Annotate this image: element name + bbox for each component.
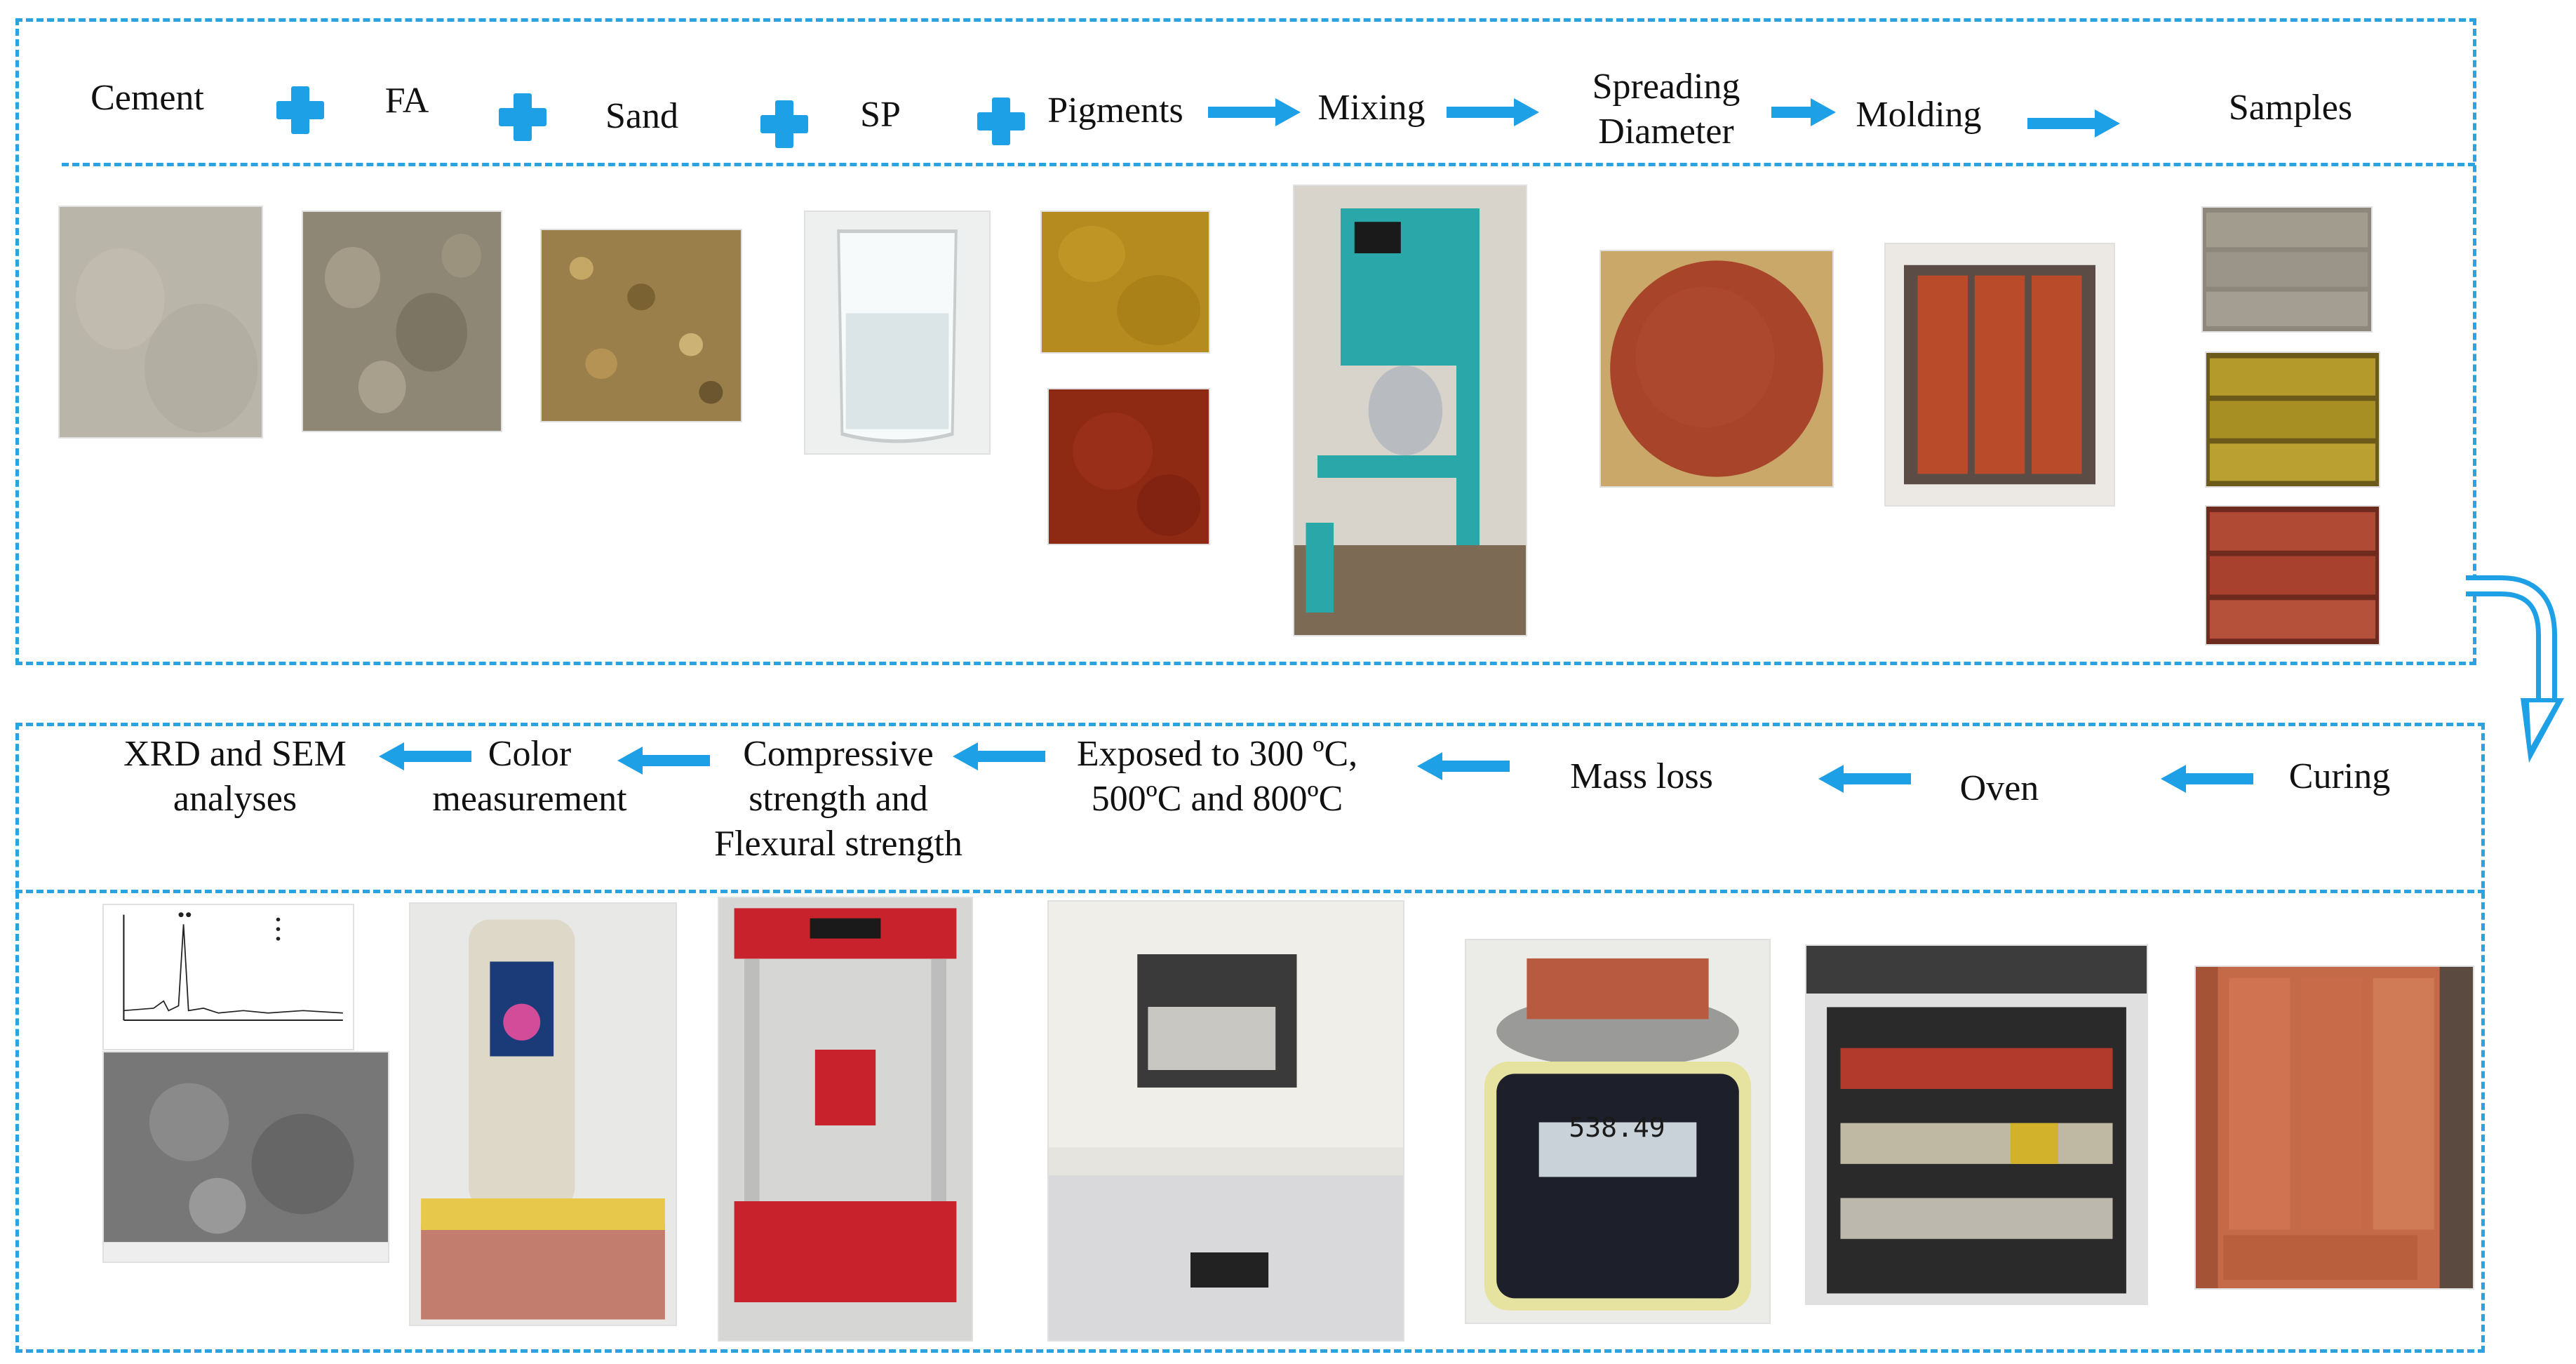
arrow-left-icon [1417, 752, 1510, 780]
label-color-measurement: Color measurement [417, 732, 642, 822]
label-comp-line1: Compressive [743, 734, 934, 774]
label-comp-line2: strength and [749, 779, 928, 819]
arrow-left-icon [617, 747, 710, 775]
label-spreading-line1: Spreading [1592, 67, 1740, 107]
label-compressive-flexural: Compressive strength and Flexural streng… [691, 732, 986, 867]
yellow-samples-photo [2206, 353, 2379, 486]
label-xrd-sem: XRD and SEM analyses [105, 732, 365, 822]
label-xrd-line1: XRD and SEM [123, 734, 347, 774]
arrow-left-icon [953, 742, 1045, 770]
arrow-left-icon [2161, 765, 2253, 793]
molding-photo [1886, 244, 2114, 505]
sem-micrograph-image [104, 1052, 388, 1262]
superplasticizer-beaker-photo [805, 212, 989, 453]
label-sp: SP [860, 95, 901, 135]
oven-photo [1806, 946, 2147, 1304]
compression-press-photo [719, 898, 972, 1340]
curved-turn-arrow-icon [2466, 575, 2564, 763]
label-spreading-diameter: Spreading Diameter [1578, 65, 1754, 154]
arrow-right-icon [2027, 109, 2120, 138]
arrow-left-icon [379, 742, 471, 770]
bottom-panel-divider [15, 890, 2485, 893]
label-exposed-temperatures: Exposed to 300 ºC, 500ºC and 800ºC [1056, 732, 1378, 822]
yellow-pigment-photo [1042, 212, 1209, 352]
label-molding: Molding [1856, 95, 1982, 135]
label-samples: Samples [2228, 88, 2353, 128]
cement-photo [60, 207, 262, 437]
furnace-photo [1049, 902, 1403, 1340]
label-color-line1: Color [488, 734, 572, 774]
label-curing: Curing [2288, 756, 2391, 796]
label-sand: Sand [605, 96, 678, 136]
label-spreading-line2: Diameter [1598, 112, 1734, 152]
sand-photo [542, 230, 741, 421]
testing-panel [15, 723, 2485, 1353]
plus-icon [499, 93, 546, 141]
arrow-right-icon [1208, 98, 1301, 126]
label-color-line2: measurement [432, 779, 627, 819]
red-samples-photo [2206, 507, 2379, 644]
materials-panel [15, 18, 2476, 665]
arrow-right-icon [1771, 98, 1836, 126]
label-comp-line3: Flexural strength [714, 824, 962, 864]
label-fa: FA [384, 81, 429, 121]
label-oven: Oven [1959, 768, 2039, 808]
label-cement: Cement [90, 78, 204, 118]
gray-samples-photo [2203, 208, 2371, 331]
plus-icon [276, 86, 324, 134]
plus-icon [977, 98, 1025, 145]
xrd-pattern-image [104, 905, 353, 1049]
balance-reading: 538.49 [1569, 1112, 1665, 1143]
plus-icon [760, 100, 808, 148]
arrow-right-icon [1447, 98, 1539, 126]
top-panel-divider [62, 163, 2475, 166]
arrow-left-icon [1818, 765, 1911, 793]
fly-ash-photo [303, 212, 501, 431]
label-mixing: Mixing [1317, 88, 1425, 128]
curing-photo [2196, 967, 2473, 1288]
label-mass-loss: Mass loss [1570, 756, 1713, 796]
label-exposed-line1: Exposed to 300 ºC, [1076, 734, 1358, 774]
label-pigments: Pigments [1047, 91, 1183, 131]
spreading-diameter-photo [1601, 251, 1832, 486]
balance-photo: 538.49 [1466, 940, 1769, 1323]
mixer-photo [1294, 186, 1526, 635]
red-pigment-photo [1049, 389, 1209, 544]
label-exposed-line2: 500ºC and 800ºC [1091, 779, 1343, 819]
label-xrd-line2: analyses [173, 779, 297, 819]
colorimeter-photo [410, 904, 676, 1325]
